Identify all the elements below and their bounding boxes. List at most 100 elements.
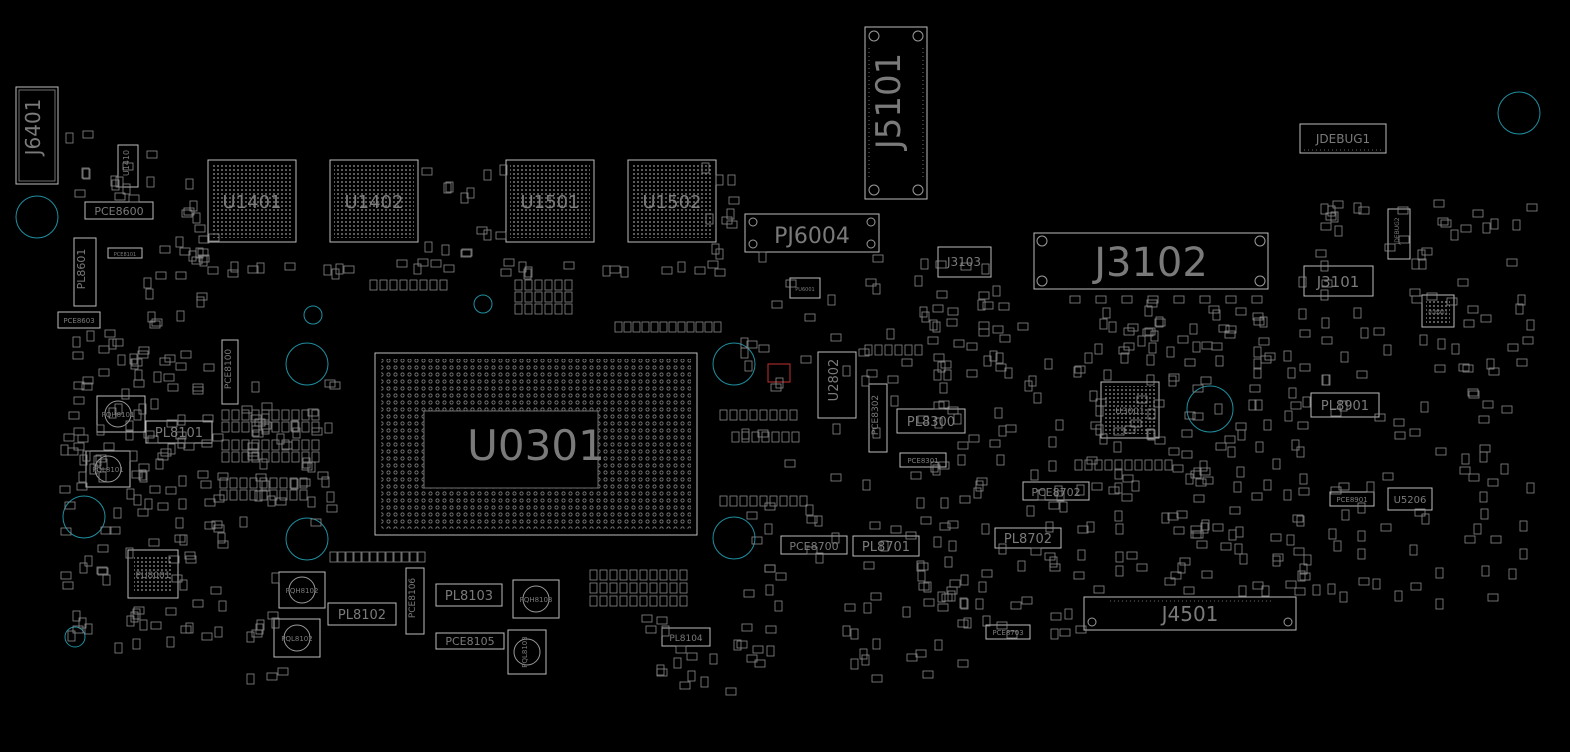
inductor-pl8702[interactable]: PL8702 [994, 527, 1062, 549]
passive-part [869, 521, 881, 530]
inductor-pl8103[interactable]: PL8103 [435, 583, 503, 607]
passive-part [284, 262, 296, 271]
passive-part [1095, 405, 1104, 417]
inductor-pl8300[interactable]: PL8300 [896, 408, 966, 434]
chip-u5206[interactable]: U5206 [1387, 487, 1433, 511]
passive-part [554, 291, 563, 303]
connector-pj6004[interactable]: PJ6004 [744, 213, 880, 253]
mounting-hole-icon[interactable] [473, 294, 493, 314]
passive-part [902, 606, 911, 618]
passive-part [219, 489, 228, 501]
mounting-hole-icon[interactable] [64, 626, 86, 648]
cap-pce8703[interactable]: PCE8703 [985, 624, 1031, 640]
passive-part [1127, 323, 1139, 332]
cap-pce8700[interactable]: PCE8700 [780, 535, 848, 555]
passive-part [992, 325, 1004, 334]
passive-part [1168, 373, 1180, 382]
chip-pu6001[interactable]: PU6001 [789, 277, 821, 299]
passive-part [1253, 367, 1262, 379]
passive-part [1451, 343, 1460, 355]
cap-pce8901[interactable]: PCE8901 [1329, 491, 1375, 507]
passive-part [98, 471, 107, 483]
connector-j3103[interactable]: J3103 [937, 246, 992, 278]
passive-part [183, 207, 195, 216]
memory-u1501[interactable]: U1501 [505, 159, 595, 243]
passive-part [108, 338, 117, 350]
mounting-hole-icon[interactable] [303, 305, 323, 325]
pmic-pu8001[interactable]: PU8001 [127, 549, 179, 599]
inductor-pl8601[interactable]: PL8601 [73, 237, 97, 307]
passive-part [887, 375, 899, 384]
fet-pqh8102[interactable]: PQH8102 [278, 571, 326, 609]
passive-part [1224, 435, 1236, 444]
cap-pce8100[interactable]: PCE8100 [221, 339, 239, 405]
passive-part [199, 255, 208, 267]
connector-j3101[interactable]: J3101 [1303, 265, 1374, 297]
inductor-pl8701[interactable]: PL8701 [852, 535, 920, 557]
passive-part [301, 409, 310, 421]
inductor-pl8101[interactable]: PL8101 [145, 420, 213, 444]
inductor-pl8102[interactable]: PL8102 [327, 602, 397, 626]
passive-part [850, 628, 859, 640]
passive-part [1519, 520, 1528, 532]
passive-part [872, 283, 881, 295]
connector-j3102[interactable]: J3102 [1033, 232, 1269, 290]
mounting-hole-icon[interactable] [285, 517, 329, 561]
passive-part [180, 625, 192, 634]
connector-jdebug1[interactable]: JDEBUG1 [1299, 123, 1387, 154]
memory-u1401[interactable]: U1401 [207, 159, 297, 243]
fet-pqh8103[interactable]: PQH8103 [512, 579, 560, 619]
cap-pce8702[interactable]: PCE8702 [1022, 481, 1090, 501]
fet-pql8102[interactable]: PQL8102 [273, 618, 321, 658]
memory-u1402[interactable]: U1402 [329, 159, 419, 243]
chip-u1410[interactable]: U1410 [117, 144, 139, 188]
fet-pql8103[interactable]: PQL8103 [507, 629, 547, 675]
mounting-hole-icon[interactable] [712, 516, 756, 560]
passive-part [179, 534, 188, 546]
passive-part [1327, 583, 1336, 595]
passive-part [1467, 388, 1479, 397]
cap-pce8600[interactable]: PCE8600 [84, 201, 154, 220]
passive-part [185, 555, 197, 564]
mounting-hole-icon[interactable] [712, 342, 756, 386]
pmic-pu8901[interactable]: PU8901 [1421, 294, 1455, 328]
cap-pce8302[interactable]: PCE8302 [868, 383, 888, 453]
passive-part [1315, 249, 1327, 258]
mounting-hole-icon[interactable] [1186, 385, 1234, 433]
passive-part [421, 167, 433, 176]
connector-jdebug2[interactable]: JDEBUG2 [1387, 208, 1411, 260]
cap-pce8301[interactable]: PCE8301 [899, 452, 947, 468]
cap-pce8105[interactable]: PCE8105 [435, 632, 505, 650]
mounting-hole-icon[interactable] [15, 195, 59, 239]
passive-part [830, 333, 842, 342]
memory-u1502[interactable]: U1502 [627, 159, 717, 243]
cap-pce8603[interactable]: PCE8603 [57, 311, 101, 329]
chip-u2802[interactable]: U2802 [817, 351, 857, 419]
cap-pce8101[interactable]: PCE8101 [107, 247, 143, 259]
passive-part [82, 376, 94, 385]
passive-part [1220, 542, 1232, 551]
passive-part [1124, 425, 1136, 434]
passive-part [441, 244, 450, 256]
connector-j5101[interactable]: J5101 [864, 26, 928, 200]
passive-part [78, 471, 87, 483]
connector-j4501[interactable]: J4501 [1083, 596, 1297, 631]
passive-part [249, 477, 258, 489]
inductor-pl8901[interactable]: PL8901 [1310, 392, 1380, 418]
passive-part [886, 328, 895, 340]
passive-part [255, 623, 264, 635]
passive-part [129, 450, 138, 462]
mounting-hole-icon[interactable] [62, 495, 106, 539]
passive-part [649, 569, 658, 581]
fet-pql8101[interactable]: PQL8101 [85, 450, 131, 488]
passive-part [905, 531, 917, 540]
mounting-hole-icon[interactable] [1497, 91, 1541, 135]
cap-pce8106[interactable]: PCE8106 [405, 567, 425, 635]
passive-part [396, 259, 408, 268]
passive-part [175, 236, 184, 248]
cpu-u0301[interactable]: U0301 [374, 352, 698, 536]
passive-part [343, 265, 355, 274]
mounting-hole-icon[interactable] [285, 342, 329, 386]
passive-part [1181, 429, 1193, 438]
connector-j6401[interactable]: J6401 [15, 86, 59, 185]
